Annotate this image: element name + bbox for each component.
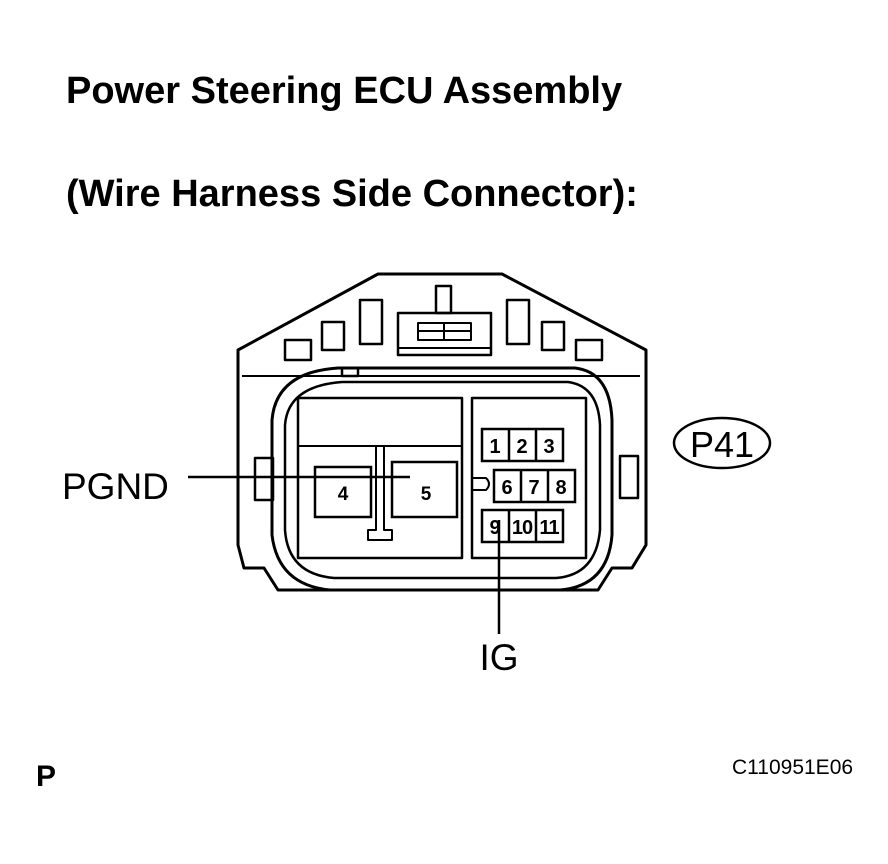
- pgnd-label: PGND: [62, 466, 169, 507]
- page-letter: P: [36, 760, 57, 793]
- signal-cavity: [470, 396, 588, 560]
- pin-1-label: 1: [489, 436, 500, 458]
- pin-10-label: 10: [512, 517, 533, 539]
- housing-window: [320, 320, 346, 352]
- connector-code-oval: [672, 416, 772, 470]
- pin-5-terminal: [390, 460, 459, 519]
- latch-body: [396, 311, 493, 357]
- housing-window: [540, 320, 566, 352]
- housing-window: [505, 298, 531, 346]
- housing-window: [283, 338, 313, 362]
- ig-label: IG: [479, 637, 518, 678]
- connector-housing: [236, 272, 648, 592]
- pin-4-label: 4: [338, 484, 349, 505]
- pin-8-label: 8: [555, 477, 566, 499]
- pin-2-label: 2: [516, 436, 527, 458]
- pin-3-label: 3: [543, 436, 554, 458]
- side-rib-right: [618, 454, 640, 500]
- pin-row-1: [480, 427, 565, 463]
- pin-7-label: 7: [528, 477, 539, 499]
- pin-row-3: [480, 508, 565, 544]
- pin-row-2: [492, 468, 577, 504]
- pin-4-terminal: [313, 465, 373, 519]
- figure-code: C110951E06: [732, 756, 854, 779]
- diagram-subtitle: (Wire Harness Side Connector):: [66, 173, 638, 215]
- latch-tab: [434, 284, 453, 315]
- inner-shell-outer: [270, 366, 614, 592]
- pin-11-label: 11: [539, 517, 559, 539]
- inner-shell-inner: [283, 380, 602, 580]
- housing-window: [574, 338, 604, 362]
- power-cavity: [296, 396, 464, 560]
- diagram-title: Power Steering ECU Assembly: [66, 70, 623, 112]
- pin-9-label: 9: [489, 517, 500, 539]
- housing-window: [358, 298, 384, 346]
- pin-5-label: 5: [421, 484, 432, 505]
- side-rib-left: [253, 456, 275, 502]
- pin-6-label: 6: [501, 477, 512, 499]
- connector-code: P41: [690, 424, 754, 465]
